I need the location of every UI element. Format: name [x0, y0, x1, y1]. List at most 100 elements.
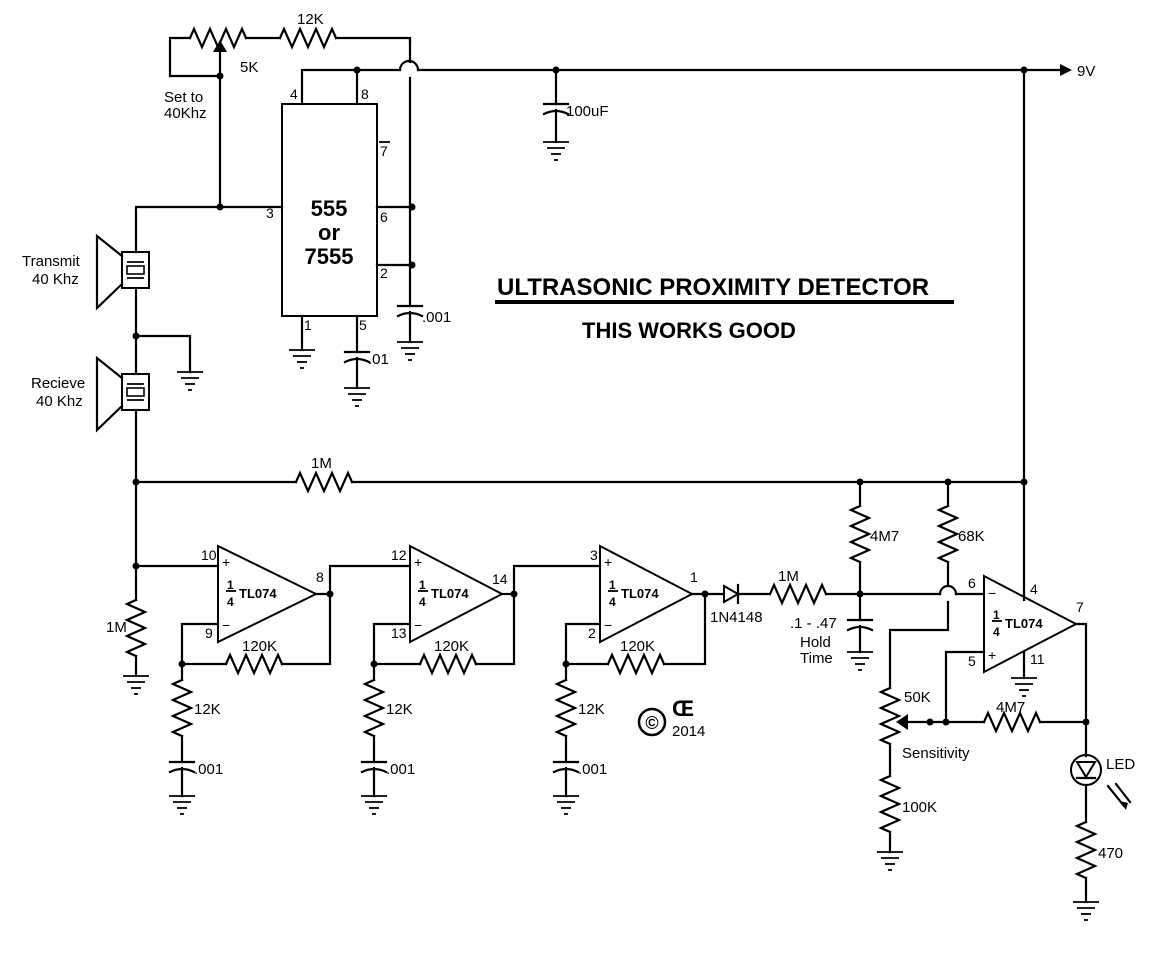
amp3-pin-minus: 2 — [588, 625, 596, 641]
hold-label-2: Time — [800, 650, 833, 667]
amp1-frac-bot: 4 — [227, 595, 234, 609]
copyright-symbol: © — [645, 713, 658, 733]
amp-stage-1: + − — [134, 544, 334, 815]
amp2-feedback-label: 120K — [434, 638, 469, 655]
comp-pin-gnd: 11 — [1030, 651, 1045, 667]
supply-rail — [300, 59, 1072, 598]
diode-label: 1N4148 — [710, 609, 763, 626]
transmit-label-1: Transmit — [22, 253, 81, 270]
amp2-frac-top: 1 — [419, 578, 426, 592]
control-cap-label: .01 — [368, 351, 389, 368]
copyright-mark: © Œ 2014 — [637, 696, 705, 740]
transmit-transducer — [95, 233, 150, 338]
receive-label-1: Recieve — [31, 375, 85, 392]
timer-pin-1: 1 — [304, 317, 312, 333]
diagram-title: ULTRASONIC PROXIMITY DETECTOR — [497, 274, 929, 301]
svg-text:+: + — [414, 554, 422, 570]
transmit-label-2: 40 Khz — [32, 271, 79, 288]
amp3-feedback-label: 120K — [620, 638, 655, 655]
timer-name-3: 7555 — [305, 244, 354, 269]
osc-pot-label: 5K — [240, 59, 258, 76]
timer-pin-2: 2 — [380, 265, 388, 281]
diagram-subtitle: THIS WORKS GOOD — [582, 318, 796, 343]
timer-pin-7: 7 — [380, 143, 388, 159]
hold-cap-label: .1 - .47 — [790, 615, 837, 632]
svg-text:+: + — [604, 554, 612, 570]
supply-capacitor — [542, 68, 570, 161]
led-resistor-label: 470 — [1098, 845, 1123, 862]
pullup-label: 68K — [958, 528, 985, 545]
amp2-name: TL074 — [431, 586, 469, 601]
hold-resistor-label: 4M7 — [870, 528, 899, 545]
supply-cap-label: 100uF — [566, 103, 609, 120]
amp1-feedback-label: 120K — [242, 638, 277, 655]
osc-resistor-label: 12K — [297, 11, 324, 28]
svg-text:+: + — [222, 554, 230, 570]
supply-label: 9V — [1077, 63, 1095, 80]
transmit-wiring — [134, 203, 284, 254]
signature-mark: Œ — [672, 696, 694, 721]
amp2-pin-plus: 12 — [391, 547, 407, 563]
input-resistor-label: 1M — [106, 619, 127, 636]
amp2-pin-minus: 13 — [391, 625, 407, 641]
amp2-frac-bot: 4 — [419, 595, 426, 609]
timer-pin-8: 8 — [361, 86, 369, 102]
bias-rail — [132, 470, 1028, 494]
amp3-cap-label: .001 — [578, 761, 607, 778]
timer-pin-5: 5 — [359, 317, 367, 333]
comp-frac-bot: 4 — [993, 625, 1000, 639]
amp1-resistor-label: 12K — [194, 701, 221, 718]
amp2-resistor-label: 12K — [386, 701, 413, 718]
sensitivity-label: Sensitivity — [902, 745, 970, 762]
comp-pin-out: 7 — [1076, 599, 1084, 615]
comparator-stage: − + — [876, 480, 1090, 871]
osc-note-2: 40Khz — [164, 105, 207, 122]
amp2-cap-label: .001 — [386, 761, 415, 778]
svg-text:−: − — [222, 617, 230, 633]
amp2-pin-out: 14 — [492, 571, 508, 587]
receive-transducer — [95, 355, 150, 568]
amp3-frac-top: 1 — [609, 578, 616, 592]
comp-name: TL074 — [1005, 616, 1043, 631]
signature-year: 2014 — [672, 723, 705, 740]
detector-network — [723, 480, 986, 671]
timer-pin-3: 3 — [266, 205, 274, 221]
timer-pin-6: 6 — [380, 209, 388, 225]
svg-text:−: − — [414, 617, 422, 633]
amp3-name: TL074 — [621, 586, 659, 601]
comp-pin-plus: 5 — [968, 653, 976, 669]
amp1-pin-out: 8 — [316, 569, 324, 585]
amp3-resistor-label: 12K — [578, 701, 605, 718]
amp3-pin-out: 1 — [690, 569, 698, 585]
amp-stage-3: + − — [512, 544, 726, 815]
receive-label-2: 40 Khz — [36, 393, 83, 410]
osc-note-1: Set to — [164, 89, 203, 106]
frequency-network — [168, 26, 412, 209]
timer-name-2: or — [318, 220, 340, 245]
comp-pin-vcc: 4 — [1030, 581, 1038, 597]
amp1-frac-top: 1 — [227, 578, 234, 592]
led-label: LED — [1106, 756, 1135, 773]
timer-pin-4: 4 — [290, 86, 298, 102]
amp1-name: TL074 — [239, 586, 277, 601]
amp3-frac-bot: 4 — [609, 595, 616, 609]
svg-text:−: − — [988, 585, 996, 601]
amp1-pin-minus: 9 — [205, 625, 213, 641]
hold-label-1: Hold — [800, 634, 831, 651]
amp-stage-2: + − — [328, 544, 518, 815]
svg-text:−: − — [604, 617, 612, 633]
transducer-ground — [132, 332, 204, 391]
amp1-cap-label: .001 — [194, 761, 223, 778]
led-output — [1070, 754, 1132, 921]
comp-feedback-label: 4M7 — [996, 699, 1025, 716]
svg-text:+: + — [988, 647, 996, 663]
comp-frac-top: 1 — [993, 608, 1000, 622]
timing-cap-label: .001 — [422, 309, 451, 326]
amp1-pin-plus: 10 — [201, 547, 217, 563]
comp-pin-minus: 6 — [968, 575, 976, 591]
timer-name-1: 555 — [311, 196, 348, 221]
sensitivity-pot-label: 50K — [904, 689, 931, 706]
timing-network — [288, 38, 424, 407]
bias-resistor-label: 1M — [311, 455, 332, 472]
